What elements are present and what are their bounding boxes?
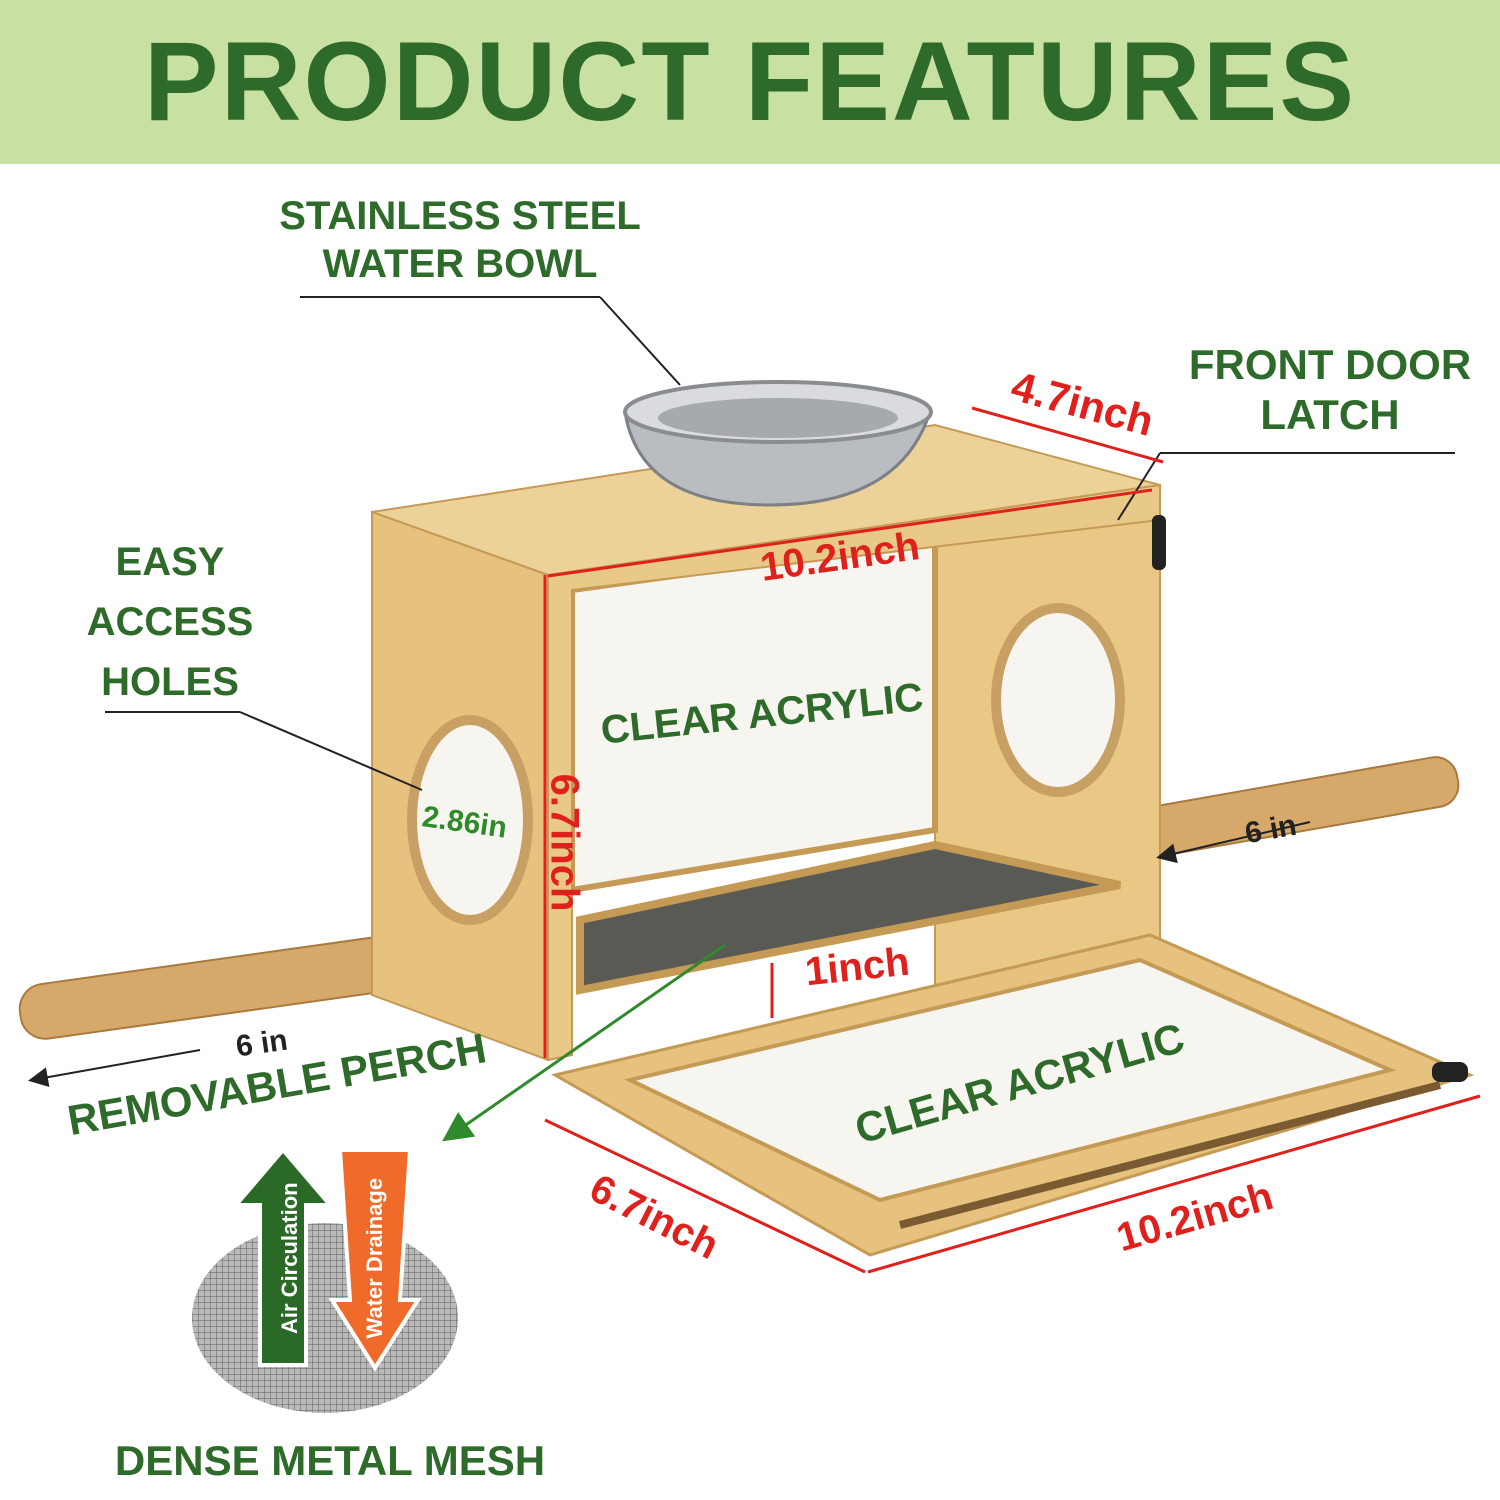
holes-label-line1: EASY [115, 540, 225, 584]
mesh-pointer-arrow [442, 943, 726, 1142]
bowl-label-line2: WATER BOWL [322, 242, 598, 286]
perch-left-dimension: 6 in [233, 1023, 290, 1064]
holes-label: EASY ACCESS HOLES [70, 532, 270, 712]
latch-label: FRONT DOOR LATCH [1170, 340, 1490, 441]
stainless-bowl [623, 380, 933, 507]
perch-dimension-arrows [28, 821, 1311, 1088]
bowl-label-line1: STAINLESS STEEL [279, 194, 641, 238]
water-drainage-text: Water Drainage [361, 1177, 387, 1339]
air-circulation-text: Air Circulation [276, 1182, 302, 1334]
latch-label-line2: LATCH [1260, 391, 1400, 439]
holes-label-line3: HOLES [101, 660, 239, 704]
bowl-label: STAINLESS STEEL WATER BOWL [260, 192, 660, 288]
front-door [550, 933, 1475, 1257]
holes-label-line2: ACCESS [86, 600, 254, 644]
page-title: PRODUCT FEATURES [143, 19, 1357, 144]
right-perch [1130, 756, 1460, 858]
latch-label-line1: FRONT DOOR [1188, 341, 1472, 388]
mesh-label: DENSE METAL MESH [114, 1437, 546, 1484]
mesh-graphic [192, 1146, 458, 1413]
dimension-lines [543, 406, 1481, 1274]
leader-lines [105, 296, 1455, 791]
title-banner [0, 0, 1500, 164]
height-dimension: 6.7inch [542, 773, 587, 912]
